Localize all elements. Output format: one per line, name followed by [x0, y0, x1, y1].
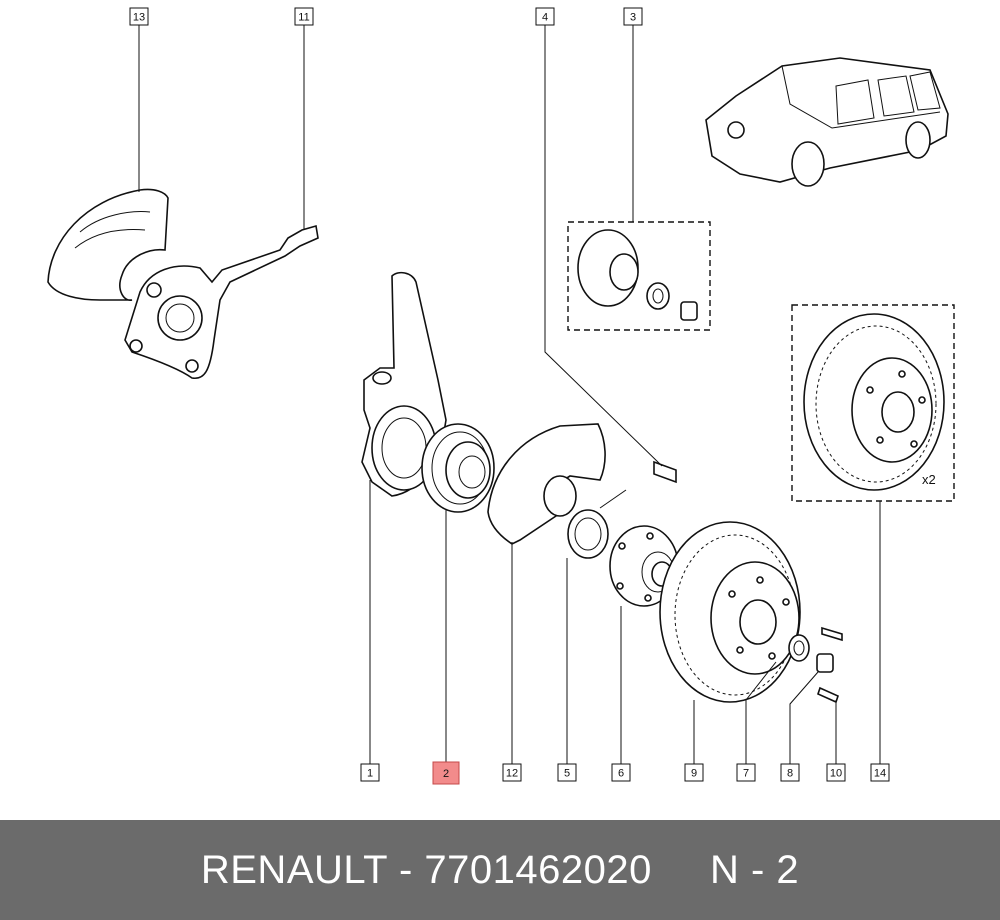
small-fasteners	[653, 460, 843, 704]
callout-12: 12	[502, 763, 522, 782]
svg-text:9: 9	[691, 768, 697, 780]
svg-text:11: 11	[298, 12, 309, 24]
footer-bar: RENAULT - 7701462020 N - 2	[0, 820, 1000, 920]
callout-7: 7	[736, 763, 756, 782]
callout-11: 11	[294, 7, 314, 26]
wheel-bearing-2	[421, 423, 495, 513]
svg-text:14: 14	[874, 768, 886, 780]
wheel-hub-6	[609, 525, 679, 607]
svg-text:3: 3	[630, 12, 636, 24]
callout-1: 1	[360, 763, 380, 782]
dust-shield-13	[47, 188, 169, 301]
vehicle-illustration	[705, 57, 949, 187]
nut-8	[816, 653, 834, 673]
svg-text:7: 7	[743, 768, 749, 780]
callout-8: 8	[780, 763, 800, 782]
callout-6: 6	[611, 763, 631, 782]
leader-lines	[138, 25, 881, 764]
callout-14: 14	[870, 763, 890, 782]
callout-5: 5	[557, 763, 577, 782]
steering-knuckle-11	[124, 224, 319, 380]
parts-diagram: x2 13 11 4	[47, 7, 955, 785]
callout-9: 9	[684, 763, 704, 782]
brake-disc-9	[659, 521, 801, 703]
knuckle-1	[361, 271, 447, 497]
quantity-note: x2	[922, 472, 936, 487]
svg-text:13: 13	[133, 12, 145, 24]
svg-text:8: 8	[787, 768, 793, 780]
disc-kit-14: x2	[791, 304, 955, 502]
svg-text:4: 4	[542, 12, 548, 24]
bolt-4	[653, 460, 677, 484]
bolt-10	[817, 686, 839, 704]
svg-text:1: 1	[367, 768, 373, 780]
callout-13: 13	[129, 7, 149, 26]
svg-text:5: 5	[564, 768, 570, 780]
seal-ring-5	[567, 509, 609, 559]
callout-3: 3	[623, 7, 643, 26]
svg-text:6: 6	[618, 768, 624, 780]
part-number-caption: RENAULT - 7701462020 N - 2	[200, 847, 800, 892]
washer-7	[788, 634, 810, 662]
svg-text:12: 12	[506, 768, 518, 780]
callout-10: 10	[826, 763, 846, 782]
svg-text:2: 2	[443, 768, 449, 780]
callout-4: 4	[535, 7, 555, 26]
brake-shield-12	[487, 423, 606, 545]
hub-kit-3	[567, 221, 711, 331]
bolt-upper	[821, 626, 843, 642]
svg-text:10: 10	[830, 768, 842, 780]
callout-2: 2	[432, 761, 460, 785]
